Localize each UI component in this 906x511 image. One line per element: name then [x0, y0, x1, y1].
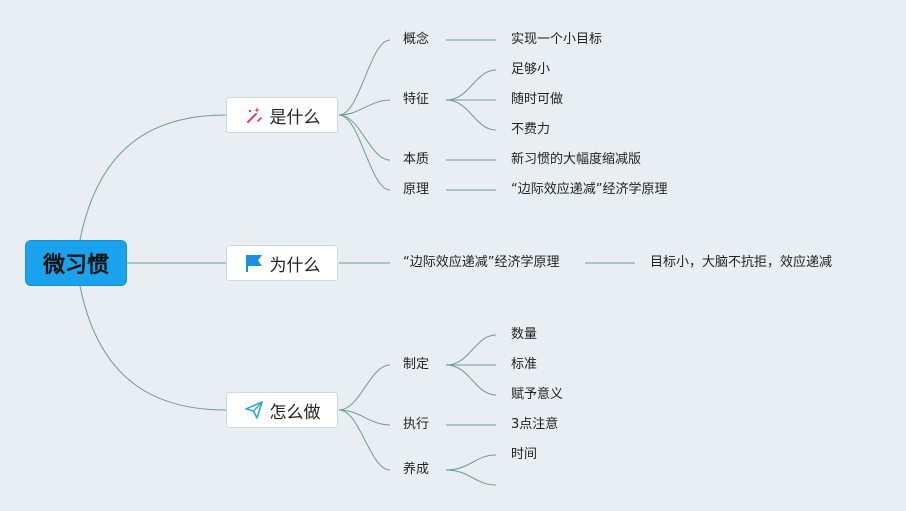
branch-why-label: 为什么	[269, 255, 321, 276]
branch-why[interactable]: 为什么	[226, 245, 338, 281]
root-node[interactable]: 微习惯	[25, 240, 127, 286]
paper-plane-icon	[244, 401, 263, 419]
branch-what-label: 是什么	[269, 107, 321, 128]
node-principle[interactable]: 原理	[403, 182, 430, 197]
branch-how[interactable]: 怎么做	[226, 392, 338, 428]
node-why-principle[interactable]: “边际效应递减”经济学原理	[403, 255, 560, 270]
node-plan-2[interactable]: 标准	[511, 357, 538, 372]
node-essence[interactable]: 本质	[403, 152, 430, 167]
node-execute[interactable]: 执行	[403, 417, 430, 432]
node-plan-3[interactable]: 赋予意义	[511, 387, 564, 402]
node-cultivate[interactable]: 养成	[403, 462, 430, 477]
branch-how-label: 怎么做	[269, 402, 321, 423]
node-feature-1[interactable]: 足够小	[511, 62, 551, 77]
node-feature-3[interactable]: 不费力	[511, 122, 551, 137]
node-plan-1[interactable]: 数量	[511, 327, 538, 342]
node-execute-detail[interactable]: 3点注意	[511, 417, 559, 432]
node-features[interactable]: 特征	[403, 92, 430, 107]
node-essence-detail[interactable]: 新习惯的大幅度缩减版	[511, 152, 642, 167]
branch-what[interactable]: 是什么	[226, 97, 338, 133]
node-concept[interactable]: 概念	[403, 32, 430, 47]
node-feature-2[interactable]: 随时可做	[511, 92, 564, 107]
node-plan[interactable]: 制定	[403, 357, 430, 372]
node-why-detail[interactable]: 目标小，大脑不抗拒，效应递减	[650, 255, 833, 270]
node-cultivate-1[interactable]: 时间	[511, 447, 538, 462]
node-concept-detail[interactable]: 实现一个小目标	[511, 32, 603, 47]
magic-wand-icon	[246, 107, 262, 123]
flag-icon	[245, 255, 262, 272]
node-principle-detail[interactable]: “边际效应递减”经济学原理	[511, 182, 668, 197]
